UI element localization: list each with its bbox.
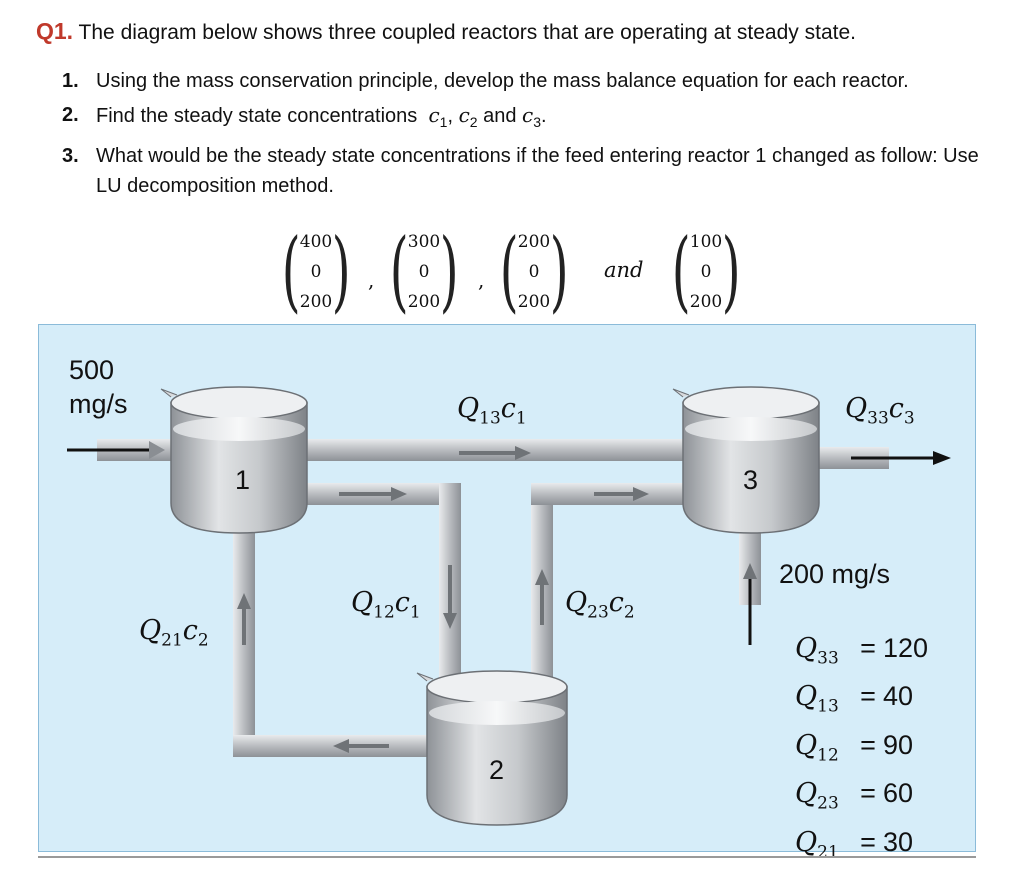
var-c3: c bbox=[522, 103, 534, 127]
vector-cell: 0 bbox=[418, 262, 430, 282]
reactor-3 bbox=[672, 386, 820, 534]
item-text: What would be the steady state concentra… bbox=[96, 145, 979, 197]
period: . bbox=[541, 105, 547, 127]
feed-value: 500 bbox=[69, 355, 115, 385]
vector-cell: 200 bbox=[407, 292, 441, 312]
reactor-2 bbox=[416, 670, 568, 826]
feed-vectors: ( 400 0 200 ) , ( 300 0 200 ) , ( 200 0 … bbox=[270, 219, 770, 322]
var-c3-sub: 3 bbox=[533, 114, 542, 130]
left-paren: ( bbox=[389, 219, 409, 322]
item-2: 2. Find the steady state concentrations … bbox=[62, 100, 992, 137]
q21-left-arrow-head bbox=[333, 739, 349, 753]
q13-arrow-head bbox=[515, 446, 531, 460]
item-1: 1. Using the mass conservation principle… bbox=[62, 66, 992, 96]
reactor-1 bbox=[160, 386, 308, 534]
vector-separator: , bbox=[368, 268, 375, 292]
feed-vector-1: ( 400 0 200 ) bbox=[280, 219, 352, 322]
feed-vector-2: ( 300 0 200 ) bbox=[388, 219, 460, 322]
vector-cell: 200 bbox=[517, 292, 551, 312]
flow-row-q21: Q21=30 bbox=[795, 826, 914, 862]
right-paren: ) bbox=[331, 219, 351, 322]
feed-label: 500 mg/s bbox=[69, 353, 128, 421]
vector-and: and bbox=[604, 258, 644, 282]
q12-arrow-head bbox=[391, 487, 407, 501]
flow-arrows bbox=[67, 441, 951, 753]
pipe-q13 bbox=[301, 439, 691, 461]
q33-arrow-head bbox=[933, 451, 951, 465]
item-text: Find the steady state concentrations bbox=[96, 105, 418, 127]
label-q13-c1: Q13c1 bbox=[457, 393, 527, 429]
q23-up-arrow-head bbox=[535, 569, 549, 585]
vector-cell: 0 bbox=[700, 262, 712, 282]
q23-arrow-head bbox=[633, 487, 649, 501]
feed-unit: mg/s bbox=[69, 389, 128, 419]
feed-vector-4: ( 100 0 200 ) bbox=[670, 219, 742, 322]
question-number: Q1. bbox=[36, 18, 74, 44]
reactor-3-label: 3 bbox=[743, 465, 759, 495]
comma: , bbox=[447, 105, 459, 127]
vector-cell: 300 bbox=[407, 232, 441, 252]
and-word: and bbox=[477, 105, 523, 127]
vector-cell: 400 bbox=[299, 232, 333, 252]
question-header: Q1. The diagram below shows three couple… bbox=[36, 16, 856, 48]
flow-row-q12: Q12=90 bbox=[795, 729, 914, 766]
reactor-diagram-graphic bbox=[67, 386, 951, 826]
label-q12-c1: Q12c1 bbox=[351, 587, 421, 623]
q12-down-arrow-head bbox=[443, 613, 457, 629]
label-q21-c2: Q21c2 bbox=[139, 615, 209, 651]
feed-vector-3: ( 200 0 200 ) bbox=[498, 219, 570, 322]
item-number: 3. bbox=[62, 145, 79, 167]
question-items: 1. Using the mass conservation principle… bbox=[62, 66, 992, 205]
feed-arrow-head bbox=[149, 441, 165, 459]
var-c2-sub: 2 bbox=[469, 114, 478, 130]
vector-separator: , bbox=[478, 268, 485, 292]
var-c1-sub: 1 bbox=[439, 114, 448, 130]
left-paren: ( bbox=[281, 219, 301, 322]
item-text: Using the mass conservation principle, d… bbox=[96, 70, 909, 92]
q21-up-arrow-head bbox=[237, 593, 251, 609]
item-3: 3. What would be the steady state concen… bbox=[62, 141, 992, 201]
vector-cell: 0 bbox=[528, 262, 540, 282]
flow-row-q23: Q23=60 bbox=[795, 778, 914, 814]
vector-cell: 200 bbox=[689, 292, 723, 312]
flow-row-q13: Q13=40 bbox=[795, 681, 914, 717]
inflow-3-arrow-head bbox=[743, 563, 757, 579]
reactor-diagram: 500 mg/s 1 2 3 Q13c1 Q33c3 Q12c1 Q23c2 Q… bbox=[38, 324, 976, 862]
var-c2: c bbox=[458, 103, 470, 127]
label-q23-c2: Q23c2 bbox=[565, 587, 635, 623]
question-text: The diagram below shows three coupled re… bbox=[78, 21, 856, 44]
label-q33-c3: Q33c3 bbox=[845, 393, 915, 429]
flow-row-q33: Q33=120 bbox=[795, 633, 929, 669]
reactor-1-label: 1 bbox=[235, 465, 251, 495]
bottom-rule bbox=[38, 856, 976, 858]
vector-cell: 200 bbox=[517, 232, 551, 252]
left-paren: ( bbox=[671, 219, 691, 322]
right-paren: ) bbox=[439, 219, 459, 322]
reactor-2-label: 2 bbox=[489, 755, 505, 785]
var-c1: c bbox=[428, 103, 440, 127]
item-number: 2. bbox=[62, 104, 79, 126]
inflow-3-label: 200 mg/s bbox=[779, 559, 891, 589]
vector-cell: 0 bbox=[310, 262, 322, 282]
vector-cell: 100 bbox=[689, 232, 723, 252]
vector-cell: 200 bbox=[299, 292, 333, 312]
right-paren: ) bbox=[549, 219, 569, 322]
flow-values: Q33=120 Q13=40 Q12=90 Q23=60 Q21=30 bbox=[795, 629, 975, 871]
item-number: 1. bbox=[62, 70, 79, 92]
right-paren: ) bbox=[721, 219, 741, 322]
left-paren: ( bbox=[499, 219, 519, 322]
